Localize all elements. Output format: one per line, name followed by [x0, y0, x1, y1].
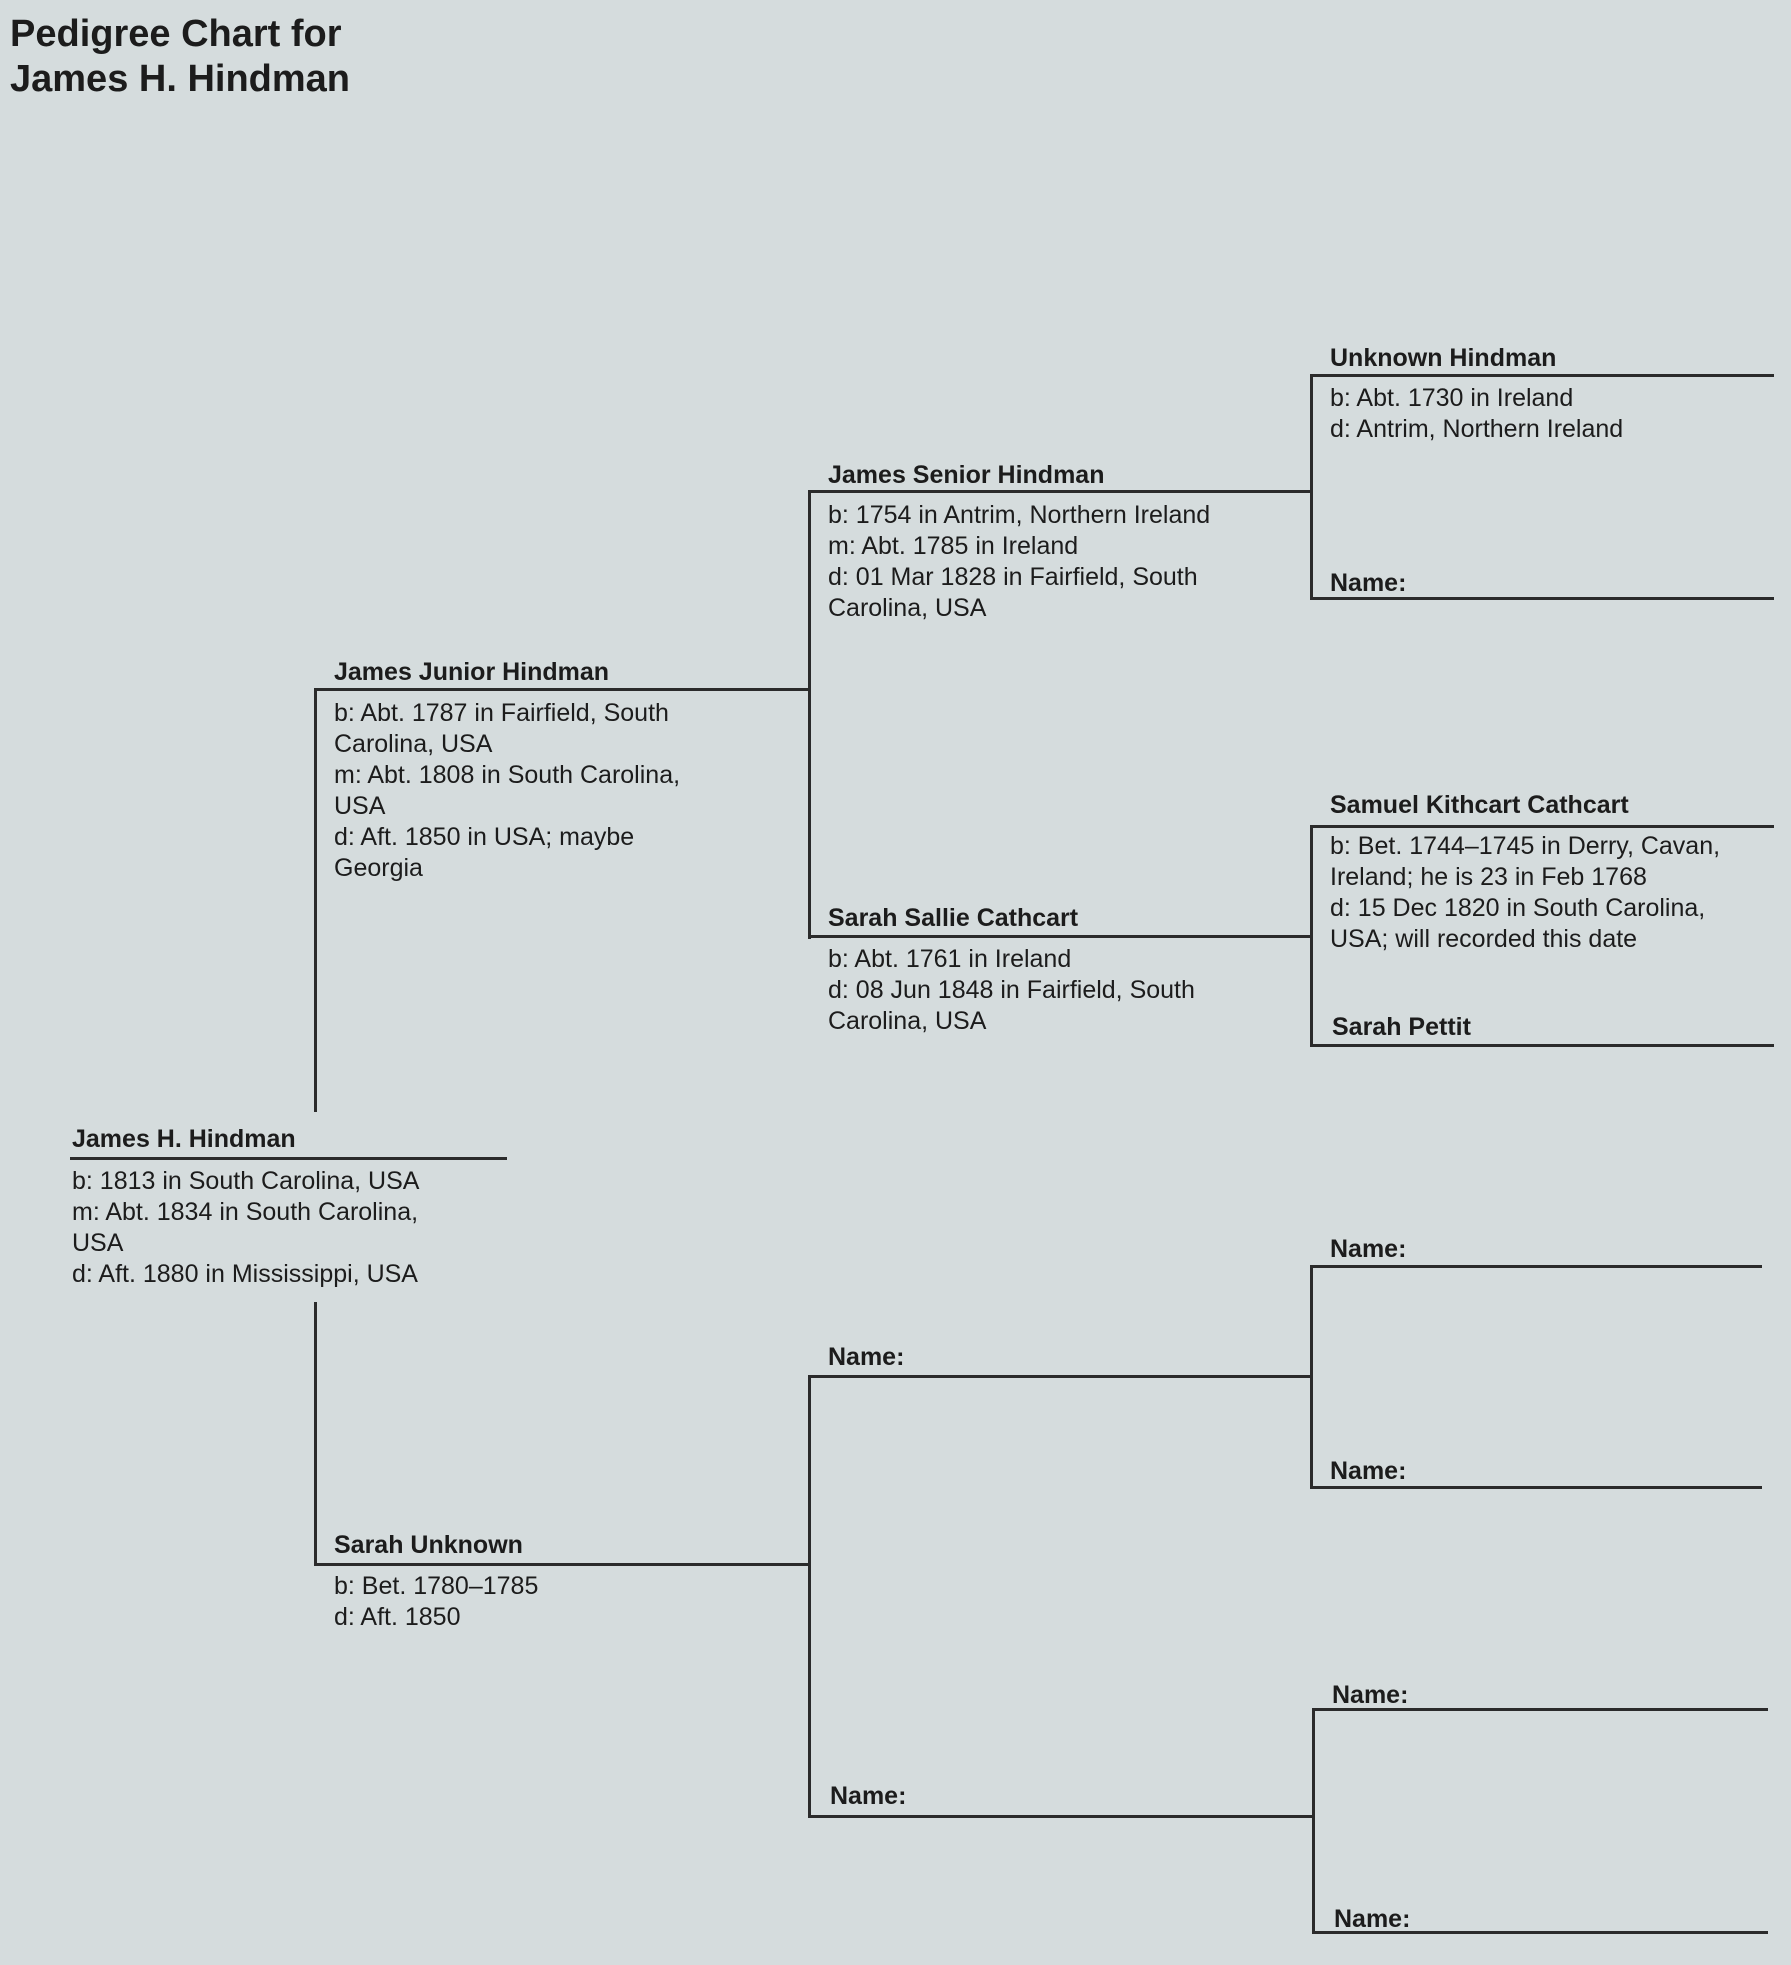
gen4-1-underline	[1310, 374, 1774, 377]
detail-line: Carolina, USA	[334, 730, 493, 758]
gen3-mf-underline	[808, 1375, 1312, 1378]
gen4-2-name: Name:	[1330, 569, 1407, 597]
detail-line: USA; will recorded this date	[1330, 925, 1638, 953]
detail-line: Carolina, USA	[828, 594, 987, 622]
detail-line: Carolina, USA	[828, 1007, 987, 1035]
gen2-father-underline	[314, 688, 810, 691]
detail-line: d: Aft. 1850	[334, 1603, 461, 1631]
gen4-3-details: b: Bet. 1744–1745 in Derry, Cavan, Irela…	[1330, 831, 1720, 955]
gen3-mm-bracket	[1312, 1708, 1315, 1934]
gen4-7-underline	[1312, 1708, 1768, 1711]
detail-line: m: Abt. 1808 in South Carolina,	[334, 761, 681, 789]
detail-line: b: Abt. 1787 in Fairfield, South	[334, 699, 669, 727]
detail-line: b: Bet. 1744–1745 in Derry, Cavan,	[1330, 832, 1721, 860]
gen4-4-name: Sarah Pettit	[1332, 1013, 1471, 1041]
gen4-5-underline	[1310, 1265, 1762, 1268]
gen2-mother-name: Sarah Unknown	[334, 1531, 523, 1559]
gen1-underline	[70, 1157, 507, 1160]
gen3-mf-name: Name:	[828, 1343, 905, 1371]
gen3-mf-bracket	[1310, 1265, 1313, 1489]
gen3-pm-underline	[808, 935, 1312, 938]
detail-line: b: 1754 in Antrim, Northern Ireland	[828, 501, 1211, 529]
detail-line: USA	[334, 792, 386, 820]
gen2-mother-underline	[314, 1563, 810, 1566]
detail-line: d: 15 Dec 1820 in South Carolina,	[1330, 894, 1706, 922]
title-line-1: Pedigree Chart for	[10, 13, 342, 55]
gen3-mm-underline	[808, 1815, 1314, 1818]
gen4-1-details: b: Abt. 1730 in Ireland d: Antrim, North…	[1330, 383, 1623, 445]
gen4-3-name: Samuel Kithcart Cathcart	[1330, 791, 1629, 819]
detail-line: d: Aft. 1850 in USA; maybe	[334, 823, 635, 851]
detail-line: USA	[72, 1229, 124, 1257]
gen4-7-name: Name:	[1332, 1681, 1409, 1709]
detail-line: Ireland; he is 23 in Feb 1768	[1330, 863, 1647, 891]
detail-line: b: 1813 in South Carolina, USA	[72, 1167, 420, 1195]
gen4-3-underline	[1310, 825, 1774, 828]
gen2-mother-bracket	[808, 1375, 811, 1818]
detail-line: d: Aft. 1880 in Mississippi, USA	[72, 1260, 418, 1288]
gen4-5-name: Name:	[1330, 1235, 1407, 1263]
gen2-father-details: b: Abt. 1787 in Fairfield, South Carolin…	[334, 698, 680, 884]
detail-line: m: Abt. 1785 in Ireland	[828, 532, 1079, 560]
gen3-pm-details: b: Abt. 1761 in Ireland d: 08 Jun 1848 i…	[828, 944, 1195, 1037]
gen4-6-underline	[1310, 1486, 1762, 1489]
detail-line: d: Antrim, Northern Ireland	[1330, 415, 1624, 443]
gen4-4-underline	[1310, 1044, 1774, 1047]
detail-line: b: Abt. 1761 in Ireland	[828, 945, 1072, 973]
gen1-name: James H. Hindman	[72, 1125, 296, 1153]
gen1-mother-connector	[314, 1302, 317, 1566]
gen2-father-name: James Junior Hindman	[334, 658, 610, 686]
detail-line: b: Bet. 1780–1785	[334, 1572, 539, 1600]
gen3-pm-bracket	[1310, 825, 1313, 1047]
gen3-pf-details: b: 1754 in Antrim, Northern Ireland m: A…	[828, 500, 1210, 624]
gen3-pf-underline	[808, 490, 1312, 493]
gen3-pf-name: James Senior Hindman	[828, 461, 1105, 489]
gen2-mother-details: b: Bet. 1780–1785 d: Aft. 1850	[334, 1571, 538, 1633]
gen3-pf-bracket	[1310, 374, 1313, 600]
detail-line: d: 01 Mar 1828 in Fairfield, South	[828, 563, 1198, 591]
gen4-8-underline	[1312, 1931, 1768, 1934]
title-line-2: James H. Hindman	[10, 58, 350, 100]
gen4-8-name: Name:	[1334, 1905, 1411, 1933]
gen4-6-name: Name:	[1330, 1457, 1407, 1485]
detail-line: Georgia	[334, 854, 423, 882]
detail-line: b: Abt. 1730 in Ireland	[1330, 384, 1574, 412]
gen1-father-connector	[314, 688, 317, 1112]
gen1-details: b: 1813 in South Carolina, USA m: Abt. 1…	[72, 1166, 419, 1290]
gen3-pm-name: Sarah Sallie Cathcart	[828, 904, 1079, 932]
detail-line: d: 08 Jun 1848 in Fairfield, South	[828, 976, 1195, 1004]
gen2-father-bracket	[808, 490, 811, 939]
gen3-mm-name: Name:	[830, 1782, 907, 1810]
gen4-1-name: Unknown Hindman	[1330, 344, 1557, 372]
detail-line: m: Abt. 1834 in South Carolina,	[72, 1198, 419, 1226]
gen4-2-underline	[1310, 597, 1774, 600]
page-title: Pedigree Chart for James H. Hindman	[10, 12, 350, 102]
